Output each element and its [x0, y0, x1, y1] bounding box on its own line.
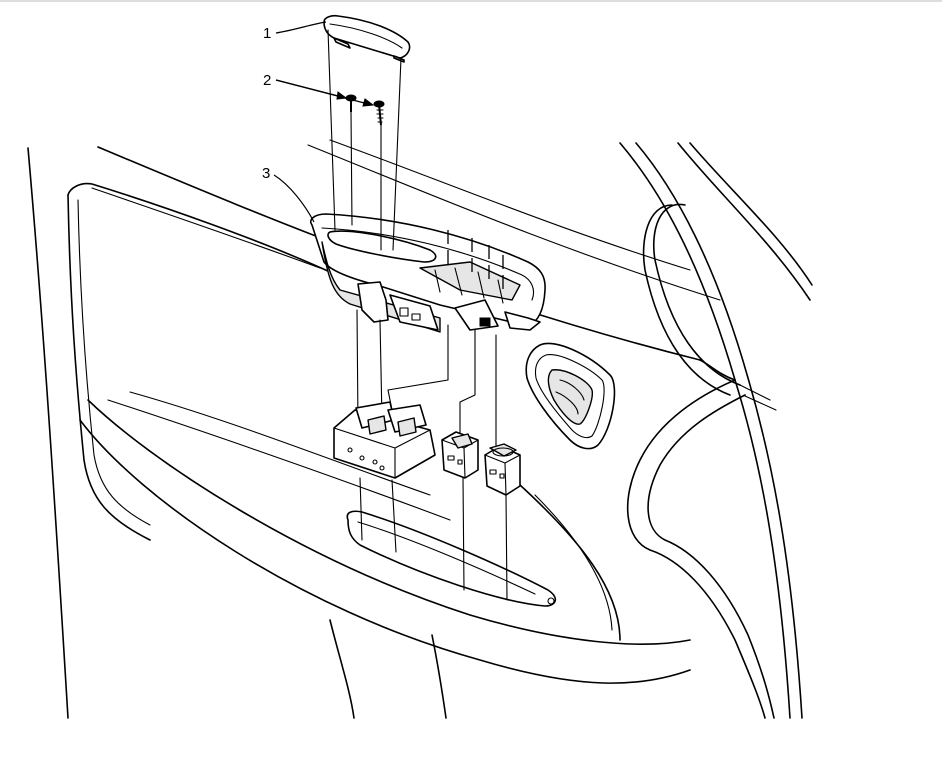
callout-3: 3 [262, 165, 315, 223]
callout-2: 2 [263, 72, 375, 107]
driver-window-switch [333, 401, 436, 479]
passenger-window-switch [441, 431, 479, 479]
lock-switch [484, 443, 521, 496]
callout-1-label: 1 [263, 25, 271, 42]
callout-1: 1 [263, 21, 327, 42]
inside-door-handle [525, 342, 616, 450]
callout-2-label: 2 [263, 72, 271, 89]
callout-3-label: 3 [262, 165, 270, 182]
door-frame [619, 142, 813, 719]
window-switch-bezel [310, 213, 546, 333]
switch-bezel-cover [323, 14, 411, 63]
door-trim-panel [27, 139, 721, 719]
